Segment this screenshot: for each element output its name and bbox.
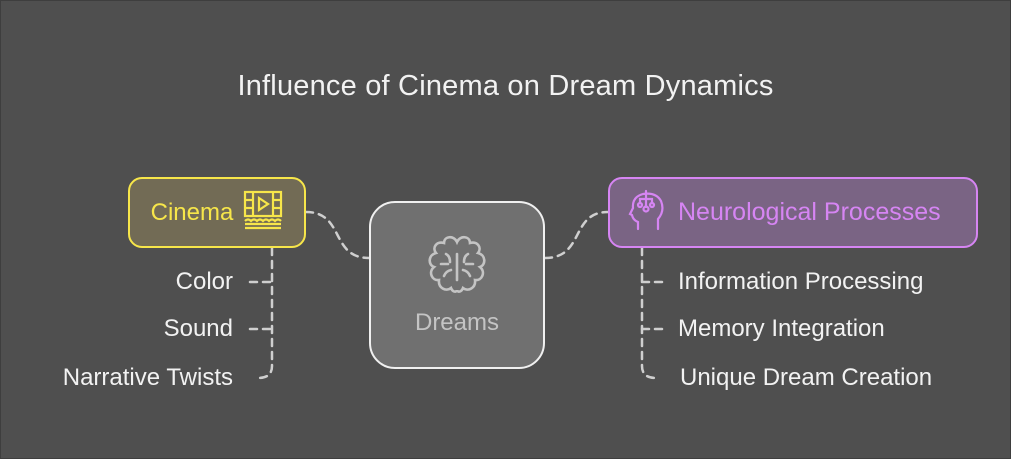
dreams-label: Dreams: [414, 308, 499, 336]
neuro-label: Neurological Processes: [678, 198, 941, 226]
diagram-title: Influence of Cinema on Dream Dynamics: [237, 70, 774, 102]
connector-cinema-trunk: [256, 246, 274, 380]
neuro-leaf-memory-integration: Memory Integration: [678, 315, 885, 342]
neuro-leaf-information-processing: Information Processing: [678, 268, 924, 295]
cinema-leaf-narrative-twists: Narrative Twists: [62, 364, 233, 391]
head-circuit-icon: [628, 189, 666, 236]
cinema-label: Cinema: [150, 198, 234, 226]
connector-neuro-trunk: [640, 246, 658, 380]
film-screen-icon: [243, 190, 283, 235]
cinema-node[interactable]: Cinema: [128, 177, 306, 248]
connector-cinema-dreams: [304, 210, 371, 260]
cinema-leaf-sound: Sound: [163, 315, 233, 342]
brain-icon: [424, 234, 490, 303]
dreams-node[interactable]: Dreams: [369, 201, 545, 369]
cinema-leaf-color: Color: [175, 268, 233, 295]
neurological-processes-node[interactable]: Neurological Processes: [608, 177, 978, 248]
neuro-leaf-unique-dream-creation: Unique Dream Creation: [680, 364, 933, 391]
connector-dreams-neuro: [543, 210, 610, 260]
